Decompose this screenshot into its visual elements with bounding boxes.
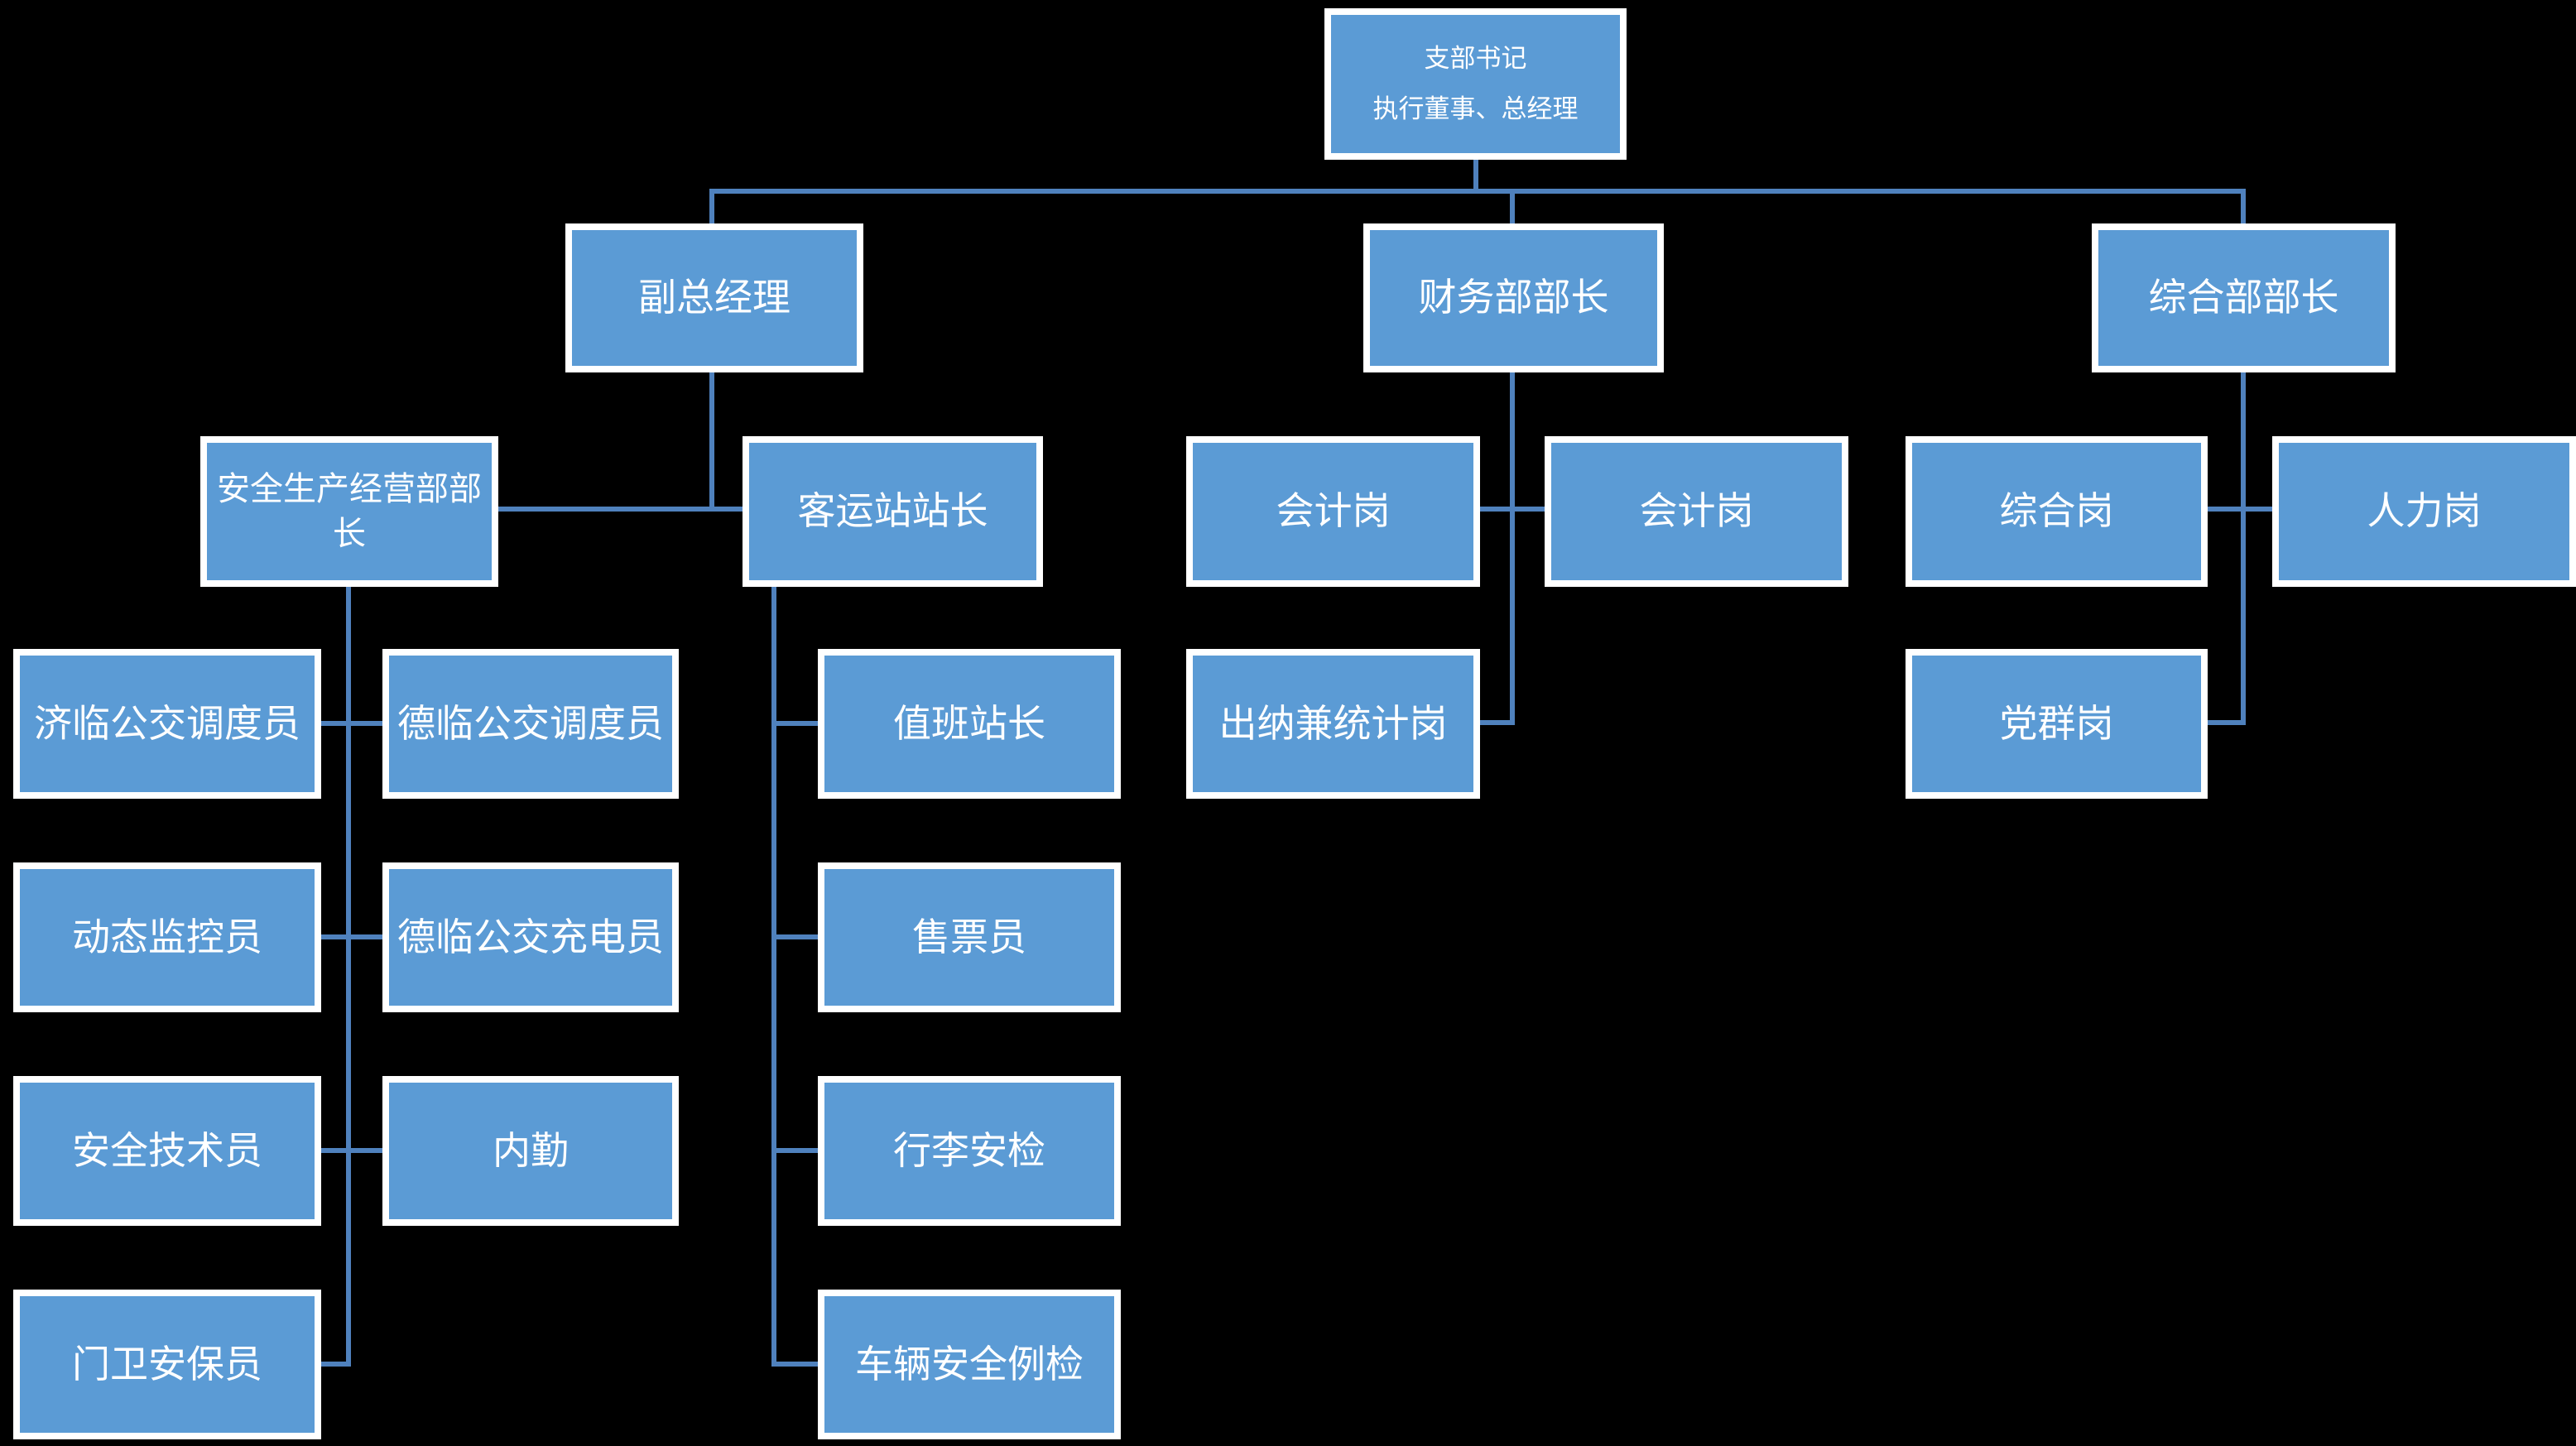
org-node-general-dept-head: 综合部部长 <box>2092 223 2396 372</box>
org-node-party-mass-post: 党群岗 <box>1906 649 2208 799</box>
org-node-accountant-1: 会计岗 <box>1186 436 1480 587</box>
org-node-gate-guard: 门卫安保员 <box>13 1290 321 1439</box>
org-node-label: 值班站长 <box>893 701 1045 745</box>
connector-finance-trunk <box>1510 371 1515 725</box>
org-node-office-clerk: 内勤 <box>382 1076 679 1226</box>
org-node-label: 人力岗 <box>2367 489 2482 533</box>
org-node-label: 内勤 <box>493 1128 569 1172</box>
org-node-label: 执行董事、总经理 <box>1372 94 1579 123</box>
org-node-deputy-gm: 副总经理 <box>565 223 863 372</box>
org-node-hr-post: 人力岗 <box>2272 436 2576 587</box>
connector-drop-finance-head <box>1510 192 1515 225</box>
org-node-general-post: 综合岗 <box>1906 436 2208 587</box>
org-node-baggage-security: 行李安检 <box>818 1076 1121 1226</box>
org-node-cashier-statistician: 出纳兼统计岗 <box>1186 649 1480 799</box>
connector-safety-row1-cross <box>321 721 384 726</box>
connector-general-elbow-party <box>2208 720 2246 725</box>
org-node-label: 安全生产经营部部长 <box>217 471 482 552</box>
org-node-label: 综合岗 <box>1999 489 2114 533</box>
connector-general-trunk <box>2241 371 2246 725</box>
org-node-label: 车辆安全例检 <box>855 1342 1084 1386</box>
org-node-vehicle-safety-inspection: 车辆安全例检 <box>818 1290 1121 1439</box>
connector-safety-trunk <box>346 586 351 1367</box>
org-node-label: 安全技术员 <box>72 1128 262 1172</box>
org-node-label: 门卫安保员 <box>72 1342 262 1386</box>
connector-drop-general-head <box>2241 189 2246 225</box>
org-node-label: 客运站站长 <box>797 489 988 533</box>
org-node-label: 济临公交调度员 <box>34 701 300 745</box>
org-node-duty-station-master: 值班站长 <box>818 649 1121 799</box>
connector-general-posts-cross <box>2208 507 2274 512</box>
org-node-label: 党群岗 <box>1999 701 2114 745</box>
org-node-delin-bus-charger: 德临公交充电员 <box>382 862 679 1012</box>
org-node-safety-technician: 安全技术员 <box>13 1076 321 1226</box>
org-node-station-master: 客运站站长 <box>743 436 1043 587</box>
org-node-label: 财务部部长 <box>1418 276 1609 319</box>
org-node-dynamic-monitor: 动态监控员 <box>13 862 321 1012</box>
connector-safety-row2-cross <box>321 934 384 939</box>
org-node-label: 动态监控员 <box>72 915 262 958</box>
connector-finance-accountants-cross <box>1480 507 1546 512</box>
org-node-label: 会计岗 <box>1276 489 1391 533</box>
org-node-delin-bus-dispatcher: 德临公交调度员 <box>382 649 679 799</box>
org-node-label: 德临公交调度员 <box>397 701 664 745</box>
org-node-safety-dept-head: 安全生产经营部部长 <box>200 436 498 587</box>
org-node-finance-head: 财务部部长 <box>1363 223 1664 372</box>
connector-safety-row3-cross <box>321 1148 384 1153</box>
connector-finance-elbow-cashier <box>1480 720 1515 725</box>
org-node-accountant-2: 会计岗 <box>1545 436 1848 587</box>
org-node-label: 售票员 <box>912 915 1026 958</box>
connector-station-stub-row1 <box>771 721 818 726</box>
org-node-label: 出纳兼统计岗 <box>1218 701 1448 745</box>
connector-deputy-gm-drop <box>709 371 714 512</box>
connector-station-stub-row3 <box>771 1148 818 1153</box>
org-node-branch-secretary: 支部书记 执行董事、总经理 <box>1324 8 1627 160</box>
org-node-label: 副总经理 <box>638 276 791 319</box>
org-node-label: 德临公交充电员 <box>397 915 664 958</box>
org-node-label: 支部书记 <box>1424 44 1527 74</box>
org-node-jilin-bus-dispatcher: 济临公交调度员 <box>13 649 321 799</box>
org-node-ticket-seller: 售票员 <box>818 862 1121 1012</box>
connector-drop-deputy-gm <box>709 189 714 225</box>
connector-level2-rail <box>709 189 2246 194</box>
connector-station-stub-row2 <box>771 934 818 939</box>
connector-deputy-children-link <box>497 507 744 512</box>
connector-station-stub-row4 <box>771 1362 818 1367</box>
org-node-label: 会计岗 <box>1639 489 1754 533</box>
connector-safety-elbow-gate-guard <box>321 1362 351 1367</box>
connector-station-trunk <box>771 586 776 1367</box>
connector-root-drop <box>1473 159 1478 190</box>
org-node-label: 行李安检 <box>893 1128 1045 1172</box>
org-node-label: 综合部部长 <box>2148 276 2339 319</box>
